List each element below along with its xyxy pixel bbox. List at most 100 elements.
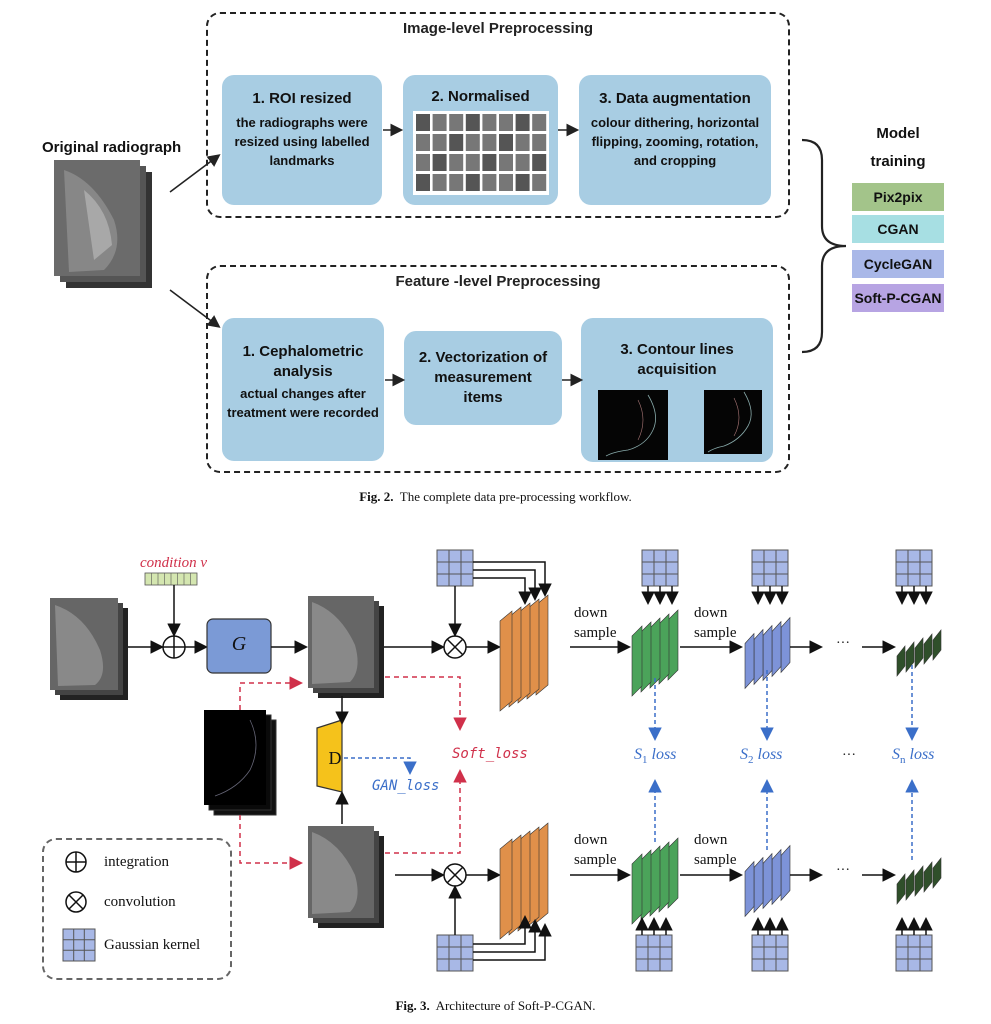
gaussian-kernel-icon xyxy=(62,928,96,962)
image-step-arrows xyxy=(383,123,580,137)
gaussian-kernel-top-2 xyxy=(751,549,789,587)
kernel-arrow-bottom-input-1 xyxy=(473,923,552,961)
original-radiograph-label: Original radiograph xyxy=(42,139,182,156)
image-step-2: 2. Normalised xyxy=(403,75,558,205)
thumbnail xyxy=(415,154,430,171)
image-step-1: 1. ROI resized the radiographs were resi… xyxy=(222,75,382,205)
feature-layer-bottom-green xyxy=(631,837,679,925)
down-sample-label-bottom-1: down sample xyxy=(574,832,617,868)
thumbnail xyxy=(432,154,447,171)
kernel-arrow-top-input-3 xyxy=(473,577,532,605)
thumbnail xyxy=(465,174,480,191)
sn-loss-label: Sn loss xyxy=(892,746,935,767)
model-cyclegan: CycleGAN xyxy=(852,250,944,278)
curly-brace xyxy=(801,138,847,354)
feature-layer-bottom-blue xyxy=(744,844,791,918)
thumbnail xyxy=(481,114,496,131)
contour-stack xyxy=(204,710,277,816)
original-arrows xyxy=(169,154,221,328)
thumbnail xyxy=(498,154,513,171)
feature-layer-top-green xyxy=(631,609,679,697)
s1-loss-label: S1 loss xyxy=(634,746,677,767)
thumbnail xyxy=(432,114,447,131)
image-step-3-title: 3. Data augmentation xyxy=(599,90,751,107)
generator-box xyxy=(206,618,272,674)
thumbnail xyxy=(432,134,447,151)
feature-layer-bottom-orange xyxy=(499,822,549,940)
s2-loss-label: S2 loss xyxy=(740,746,783,767)
gaussian-kernel-top-n xyxy=(895,549,933,587)
legend-integration: integration xyxy=(64,850,169,874)
convolution-icon xyxy=(65,891,87,913)
thumbnail xyxy=(415,134,430,151)
generated-radiograph xyxy=(308,596,384,698)
down-sample-label-top-2: down sample xyxy=(694,605,737,641)
fig2-caption-label: Fig. 2. xyxy=(359,489,394,504)
thumbnail xyxy=(531,134,546,151)
thumbnail xyxy=(515,114,530,131)
legend-gaussian-kernel-label: Gaussian kernel xyxy=(104,936,201,953)
feature-level-title: Feature -level Preprocessing xyxy=(395,273,601,290)
thumbnail xyxy=(515,134,530,151)
thumbnail xyxy=(498,174,513,191)
thumbnail xyxy=(481,174,496,191)
gaussian-kernel-bottom-input xyxy=(436,934,474,972)
integration-icon xyxy=(65,851,87,873)
thumbnail xyxy=(465,134,480,151)
image-step-1-title: 1. ROI resized xyxy=(252,90,352,107)
thumbnail xyxy=(481,154,496,171)
thumbnail xyxy=(531,114,546,131)
image-level-title: Image-level Preprocessing xyxy=(402,20,594,37)
thumbnail xyxy=(415,174,430,191)
feature-step-arrows xyxy=(385,373,584,387)
fig3-caption-label: Fig. 3. xyxy=(395,998,430,1013)
feature-layer-bottom-dark xyxy=(896,857,942,905)
thumbnail xyxy=(465,114,480,131)
feature-step-2-title: 2. Vectorization of measurement items xyxy=(418,349,548,406)
soft-loss-label: Soft_loss xyxy=(452,746,528,762)
feature-level-section xyxy=(206,265,790,473)
fig2-caption-text: The complete data pre-processing workflo… xyxy=(399,489,632,504)
feature-step-1: 1. Cephalometric analysis actual changes… xyxy=(222,318,384,461)
discriminator-label: D xyxy=(328,748,342,768)
image-step-1-desc: the radiographs were resized using label… xyxy=(234,115,370,168)
gaussian-kernel-bottom-n xyxy=(895,934,933,972)
feature-layer-top-blue xyxy=(744,616,791,690)
gaussian-kernel-bottom-2 xyxy=(751,934,789,972)
model-training-label: Model training xyxy=(870,125,926,170)
feature-step-3-title: 3. Contour lines acquisition xyxy=(620,341,734,378)
legend: integration convolution Gaussian kernel xyxy=(42,838,232,980)
gan-loss-label: GAN_loss xyxy=(372,778,440,794)
thumbnail xyxy=(531,154,546,171)
ellipsis-top: ··· xyxy=(836,636,850,651)
thumbnail xyxy=(448,154,463,171)
thumbnail xyxy=(498,134,513,151)
kernel-arrow-top-input-2 xyxy=(473,569,542,601)
thumbnail xyxy=(448,114,463,131)
generator-label: G xyxy=(231,633,247,655)
image-step-3: 3. Data augmentation colour dithering, h… xyxy=(579,75,771,205)
fig2-caption: Fig. 2. The complete data pre-processing… xyxy=(0,489,991,505)
thumbnail xyxy=(448,134,463,151)
gaussian-kernel-bottom-1 xyxy=(635,934,673,972)
ellipsis-loss: ··· xyxy=(842,748,856,763)
kernel-arrow-bottom-input-2 xyxy=(473,919,542,953)
thumbnail xyxy=(515,174,530,191)
model-soft-p-cgan: Soft-P-CGAN xyxy=(852,284,944,312)
kernel-arrow-bottom-input-3 xyxy=(473,915,532,945)
thumbnail xyxy=(465,154,480,171)
convolution-symbol-bottom xyxy=(443,863,467,887)
real-radiograph xyxy=(308,826,384,928)
model-pix2pix: Pix2pix xyxy=(852,183,944,211)
contour-image-1 xyxy=(598,390,668,460)
down-sample-label-top-1: down sample xyxy=(574,605,617,641)
input-radiograph xyxy=(50,598,128,700)
feature-step-1-title: 1. Cephalometric analysis xyxy=(242,343,364,380)
legend-convolution-label: convolution xyxy=(104,893,176,910)
model-cgan: CGAN xyxy=(852,215,944,243)
feature-step-2: 2. Vectorization of measurement items xyxy=(404,331,562,425)
fig3-network-svg xyxy=(50,549,942,972)
image-step-3-desc: colour dithering, horizontal flipping, z… xyxy=(590,115,760,168)
integration-symbol xyxy=(162,635,186,659)
legend-integration-label: integration xyxy=(104,853,169,870)
